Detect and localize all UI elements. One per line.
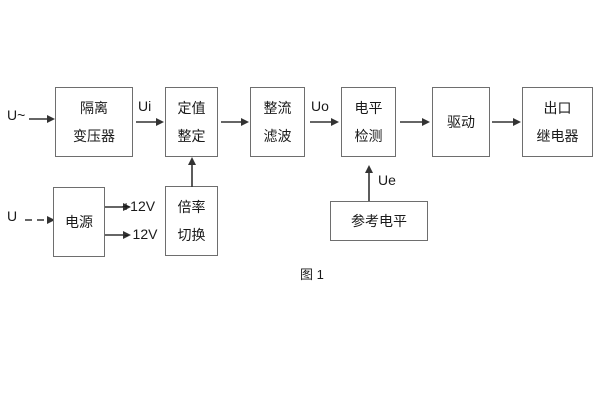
arrow-multiplier-switch-to-setting-value [187, 157, 197, 187]
block-driver-line1: 驱动 [447, 113, 475, 130]
block-multiplier-switch-line2: 切换 [177, 226, 206, 243]
block-level-detection: 电平 检测 [341, 87, 396, 157]
block-reference-level: 参考电平 [330, 201, 428, 241]
rail-label-positive: +12V [122, 198, 156, 214]
arrow-setting-value-to-rectify-filter [221, 117, 249, 127]
block-multiplier-switch-line1: 倍率 [177, 199, 206, 216]
block-power-supply: 电源 [53, 187, 105, 257]
block-power-supply-line1: 电源 [65, 213, 93, 230]
block-output-relay-line2: 继电器 [536, 127, 579, 144]
block-setting-value-line1: 定值 [177, 100, 206, 117]
arrow-reference-level-to-level-detection [364, 165, 374, 201]
arrow-input-dc-to-power-supply [25, 215, 55, 225]
arrow-rectify-filter-to-level-detection [310, 117, 339, 127]
signal-label-ui: Ui [138, 98, 152, 114]
block-isolation-transformer-line1: 隔离 [80, 100, 108, 117]
arrow-isolation-transformer-to-setting-value [136, 117, 164, 127]
arrow-rail-positive [105, 202, 131, 212]
block-level-detection-line2: 检测 [354, 127, 383, 144]
arrow-rail-negative [105, 230, 131, 240]
block-rectify-filter-line1: 整流 [263, 100, 292, 117]
block-rectify-filter: 整流 滤波 [250, 87, 305, 157]
arrow-driver-to-output-relay [492, 117, 521, 127]
arrow-level-detection-to-driver [400, 117, 430, 127]
block-reference-level-line1: 参考电平 [351, 212, 407, 229]
block-rectify-filter-line2: 滤波 [263, 127, 292, 144]
block-output-relay-line1: 出口 [543, 100, 572, 117]
figure-caption: 图 1 [300, 267, 324, 282]
signal-label-uo: Uo [311, 98, 329, 114]
block-driver: 驱动 [432, 87, 490, 157]
signal-label-ue: Ue [378, 172, 396, 188]
block-level-detection-line1: 电平 [354, 100, 383, 117]
arrow-input-ac-to-isolation-transformer [29, 114, 55, 124]
block-setting-value-line2: 整定 [177, 127, 206, 144]
block-multiplier-switch: 倍率 切换 [165, 186, 218, 256]
block-isolation-transformer-line2: 变压器 [73, 127, 115, 144]
block-isolation-transformer: 隔离 变压器 [55, 87, 133, 157]
block-output-relay: 出口 继电器 [522, 87, 593, 157]
input-label-ac: U~ [7, 107, 26, 123]
rail-label-negative: - 12V [124, 226, 158, 242]
input-label-dc: U [7, 208, 18, 224]
block-setting-value: 定值 整定 [165, 87, 218, 157]
